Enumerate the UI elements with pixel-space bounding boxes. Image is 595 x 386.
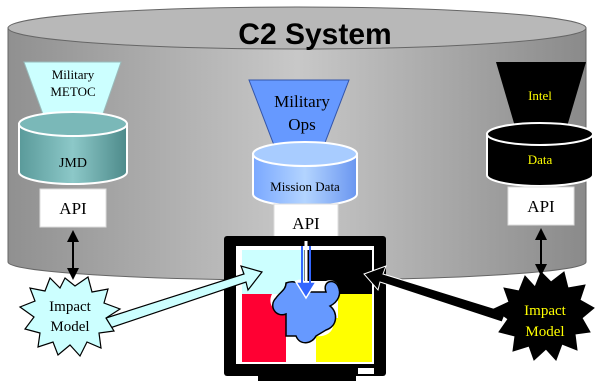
left-api-box — [39, 188, 107, 228]
right-api-link-arrow — [535, 228, 547, 276]
puzzle-piece-blue — [272, 280, 341, 344]
center-down-arrow — [294, 241, 318, 300]
center-api-box — [273, 203, 339, 241]
right-impact-arrow — [363, 265, 507, 323]
jmd-label: JMD — [59, 156, 87, 171]
mission-data-database — [252, 141, 358, 207]
impact-left-line2: Model — [50, 319, 89, 335]
center-funnel-line1: Military — [274, 92, 330, 111]
monitor-power-button — [358, 368, 374, 374]
puzzle-piece-black — [304, 250, 372, 294]
intel-data-label: Data — [528, 152, 553, 167]
system-title: C2 System — [238, 18, 391, 51]
left-funnel-line1: Military — [52, 67, 95, 82]
intel-data-database — [486, 122, 594, 187]
impact-right-line1: Impact — [524, 303, 566, 319]
right-intel-funnel — [496, 62, 586, 130]
puzzle-piece-yellow — [316, 294, 372, 362]
impact-left-line1: Impact — [49, 299, 91, 315]
right-api-box — [507, 186, 575, 226]
puzzle — [242, 250, 372, 362]
left-api-label: API — [59, 199, 87, 218]
jmd-database — [18, 111, 128, 185]
mission-data-label: Mission Data — [270, 179, 340, 194]
left-impact-arrow — [105, 265, 264, 329]
center-funnel-line2: Ops — [288, 115, 315, 134]
center-api-label: API — [292, 214, 320, 233]
impact-model-left — [18, 276, 122, 358]
right-funnel-line1: Intel — [528, 88, 552, 103]
right-api-label: API — [527, 197, 555, 216]
left-funnel-line2: METOC — [50, 84, 95, 99]
impact-right-line2: Model — [525, 324, 564, 340]
left-api-link-arrow — [67, 230, 79, 280]
impact-model-right — [493, 271, 595, 361]
